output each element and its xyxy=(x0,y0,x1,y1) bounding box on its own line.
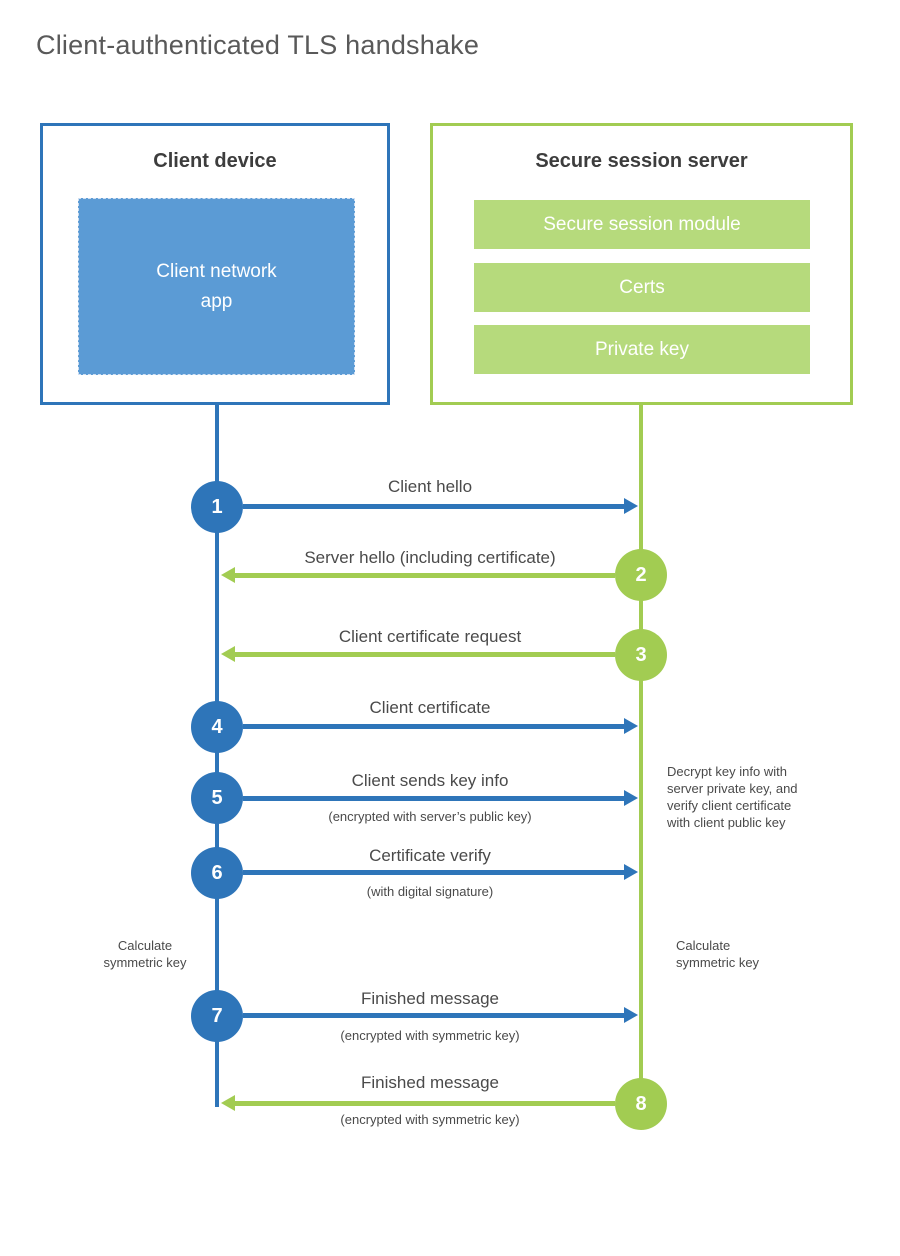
step-5-badge: 5 xyxy=(191,772,243,824)
step-5-number: 5 xyxy=(211,786,223,809)
page-title: Client-authenticated TLS handshake xyxy=(36,30,480,60)
client-lifeline xyxy=(215,405,219,1107)
calculate-symmetric-key-note-client: Calculate symmetric key xyxy=(103,938,187,971)
step-1-number: 1 xyxy=(211,495,223,518)
step-6-label: Certificate verify xyxy=(369,846,491,865)
arrow-right-icon xyxy=(243,790,638,806)
step-5-label: Client sends key info xyxy=(351,771,509,790)
step-7-badge: 7 xyxy=(191,990,243,1042)
step-7-number: 7 xyxy=(211,1004,223,1027)
step-4-label: Client certificate xyxy=(369,698,491,717)
step-1-label: Client hello xyxy=(387,477,473,496)
client-device-title: Client device xyxy=(153,150,277,172)
step-6-badge: 6 xyxy=(191,847,243,899)
arrow-left-icon xyxy=(221,567,615,583)
certs-bar: Certs xyxy=(474,263,810,312)
arrow-right-icon xyxy=(243,498,638,514)
secure-session-module-bar: Secure session module xyxy=(474,200,810,249)
step-6-number: 6 xyxy=(211,861,223,884)
secure-session-server-title: Secure session server xyxy=(535,150,748,172)
step-8-number: 8 xyxy=(635,1092,647,1115)
step-2-label: Server hello (including certificate) xyxy=(304,548,556,567)
arrow-right-icon xyxy=(243,1007,638,1023)
step-3-label: Client certificate request xyxy=(338,627,522,646)
client-network-app-node: Client network app xyxy=(78,198,355,375)
arrow-right-icon xyxy=(243,864,638,880)
step-2-badge: 2 xyxy=(615,549,667,601)
step-8-label: Finished message xyxy=(361,1073,499,1092)
step-2-number: 2 xyxy=(635,563,647,586)
step-3-badge: 3 xyxy=(615,629,667,681)
step-3-number: 3 xyxy=(635,643,647,666)
server-lifeline xyxy=(639,405,643,1105)
step-7-label: Finished message xyxy=(361,989,499,1008)
secure-session-server-box: Secure session server Secure session mod… xyxy=(430,123,853,405)
arrow-right-icon xyxy=(243,718,638,734)
arrow-left-icon xyxy=(221,646,615,662)
step-8-badge: 8 xyxy=(615,1078,667,1130)
private-key-bar: Private key xyxy=(474,325,810,374)
step-8-sublabel: (encrypted with symmetric key) xyxy=(340,1112,520,1127)
arrow-left-icon xyxy=(221,1095,615,1111)
decrypt-key-note: Decrypt key info with server private key… xyxy=(667,764,798,831)
step-7-sublabel: (encrypted with symmetric key) xyxy=(340,1028,520,1043)
step-5-sublabel: (encrypted with server’s public key) xyxy=(328,809,532,824)
step-4-number: 4 xyxy=(211,715,223,738)
step-4-badge: 4 xyxy=(191,701,243,753)
step-6-sublabel: (with digital signature) xyxy=(366,884,494,899)
calculate-symmetric-key-note-server: Calculate symmetric key xyxy=(676,938,760,971)
step-1-badge: 1 xyxy=(191,481,243,533)
client-device-box: Client device Client network app xyxy=(40,123,390,405)
